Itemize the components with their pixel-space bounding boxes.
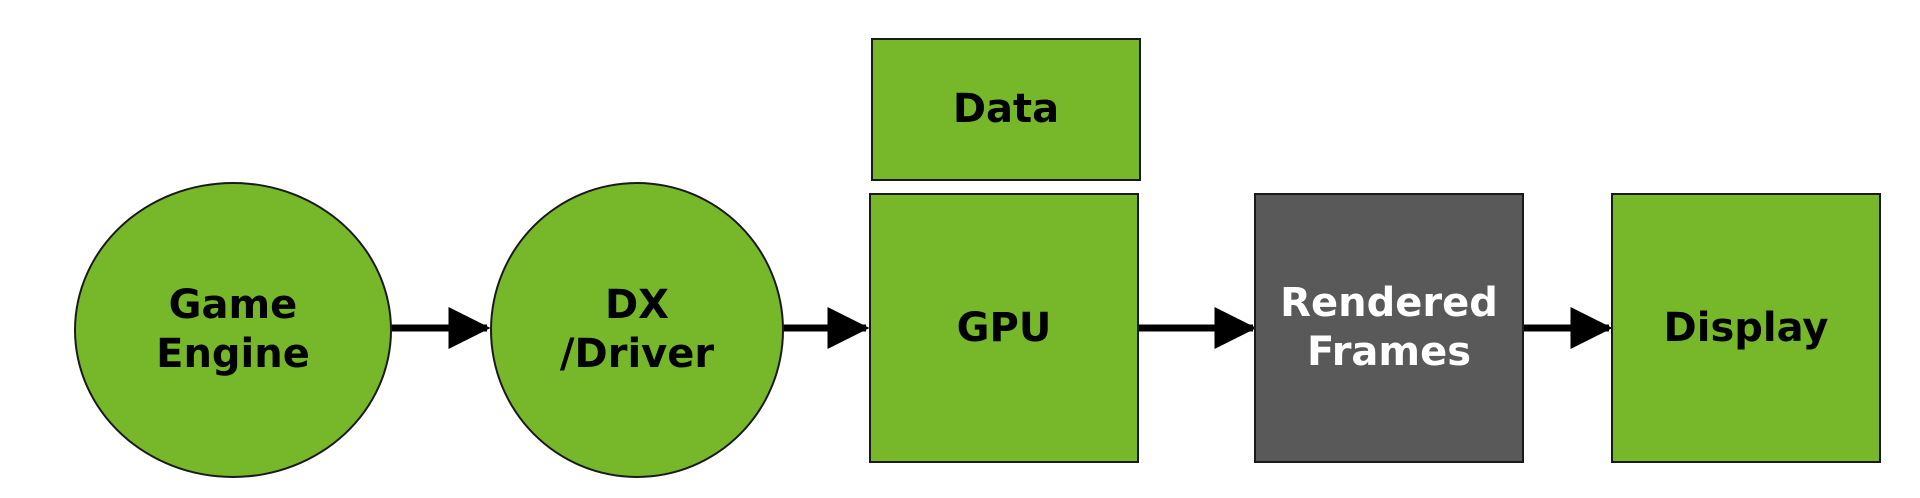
node-rendered-frames: Rendered Frames <box>1254 193 1524 463</box>
node-dx-driver-label: DX /Driver <box>559 282 715 377</box>
node-game-engine: Game Engine <box>74 182 392 478</box>
node-data: Data <box>871 38 1141 181</box>
node-display-label: Display <box>1663 304 1829 351</box>
node-data-label: Data <box>952 86 1060 133</box>
node-gpu-label: GPU <box>956 304 1052 351</box>
node-gpu: GPU <box>869 193 1139 463</box>
node-rendered-frames-label: Rendered Frames <box>1280 280 1498 375</box>
node-game-engine-label: Game Engine <box>156 282 310 377</box>
node-dx-driver: DX /Driver <box>490 182 784 478</box>
node-display: Display <box>1611 193 1881 463</box>
